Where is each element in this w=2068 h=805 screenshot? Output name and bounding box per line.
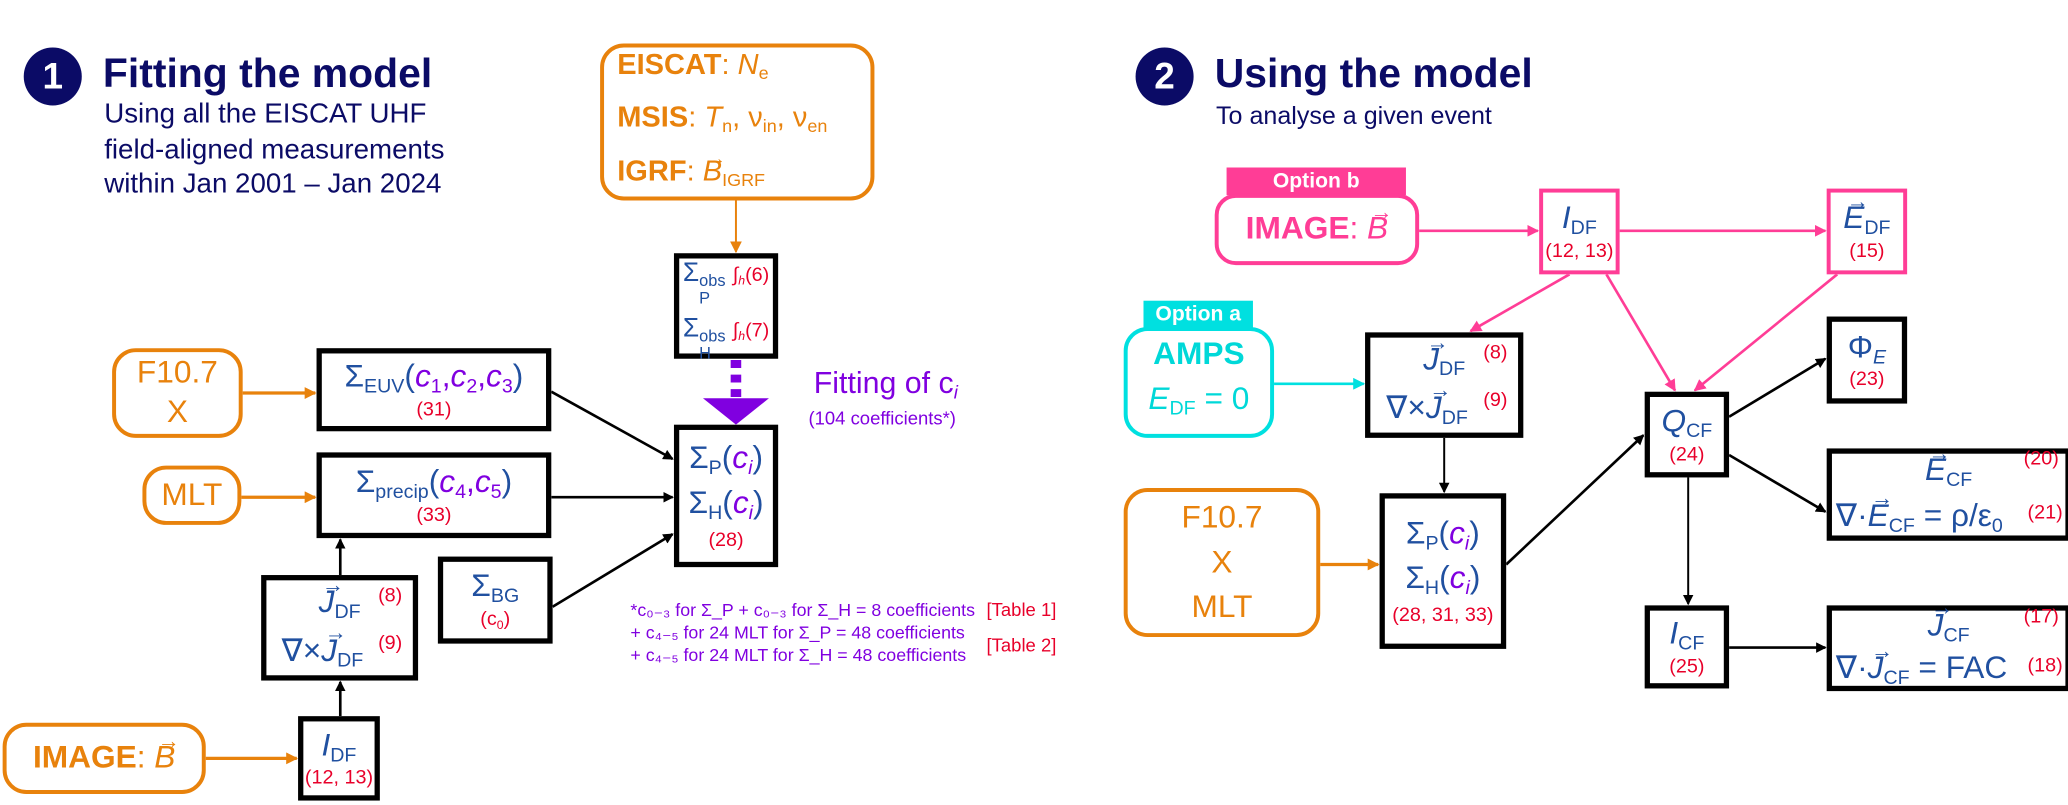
f107-label: F10.7 xyxy=(1181,499,1263,535)
equation-ref: (33) xyxy=(416,503,452,526)
sigma-bg: ΣBG xyxy=(471,568,520,608)
footnote: *c₀₋₃ for Σ_P + c₀₋₃ for Σ_H = 8 coeffic… xyxy=(630,599,975,666)
image-box: IMAGE: B xyxy=(2,722,206,794)
arrow-fitting-head xyxy=(702,398,769,425)
image-b-label: IMAGE: B xyxy=(33,728,180,777)
option-a-label: Option a xyxy=(1143,300,1253,329)
f107-box: F10.7 X xyxy=(112,348,243,438)
mlt-box: MLT xyxy=(142,465,242,525)
equation-ref: (23) xyxy=(1849,368,1885,391)
footnote-line: + c₄₋₅ for 24 MLT for Σ_P = 48 coefficie… xyxy=(630,622,965,643)
equation-ref: (31) xyxy=(416,397,452,421)
icf-box: ICF (25) xyxy=(1644,605,1730,689)
f107-label: F10.7 xyxy=(136,354,218,391)
idf: IDF xyxy=(1561,200,1597,240)
step-2-badge: 2 xyxy=(1135,47,1194,106)
f107-mlt-box: F10.7 X MLT xyxy=(1123,487,1321,638)
section1-subtitle: Using all the EISCAT UHF field-aligned m… xyxy=(104,98,444,203)
idf-box-2: IDF (12, 13) xyxy=(1539,188,1620,275)
jdf-line: JDF(8) xyxy=(266,572,412,623)
jdf-box-2: JDF(8) ∇×JDF(9) xyxy=(1365,329,1524,438)
times-label: X xyxy=(1211,544,1233,580)
fac-line: ∇·JCF = FAC(18) xyxy=(1828,638,2068,689)
footnote-line: *c₀₋₃ for Σ_P + c₀₋₃ for Σ_H = 8 coeffic… xyxy=(630,600,976,620)
qcf: QCF xyxy=(1661,403,1713,443)
edf-zero: EDF = 0 xyxy=(1148,381,1250,421)
sigma-euv: ΣEUV(c1,c2,c3) xyxy=(344,359,524,398)
equation-ref: (25) xyxy=(1669,655,1705,678)
coefficients-count: (104 coefficients*) xyxy=(808,407,956,429)
icf: ICF xyxy=(1669,616,1705,656)
sigma-h: ΣH(ci) xyxy=(1405,559,1481,599)
arrow-idf-to-jdf-2 xyxy=(1469,273,1571,333)
sigma-bg-box: ΣBG (c0) xyxy=(437,556,553,644)
mlt-label: MLT xyxy=(161,476,223,513)
arrow-bg-to-sigma xyxy=(551,533,674,608)
equation-ref: (24) xyxy=(1669,442,1705,466)
table-2-ref: [Table 2] xyxy=(986,634,1057,656)
option-b-label: Option b xyxy=(1226,167,1406,196)
equation-ref: (12, 13) xyxy=(304,766,374,789)
arrow-sigma-to-qcf xyxy=(1505,434,1645,566)
sigma-precip: Σprecip(c4,c5) xyxy=(355,464,513,504)
arrow-idf-to-qcf xyxy=(1605,273,1677,392)
jdf-box: JDF(8) ∇×JDF(9) xyxy=(261,572,419,681)
equation-ref: (28, 31, 33) xyxy=(1392,603,1494,627)
subtitle-line: within Jan 2001 – Jan 2024 xyxy=(104,168,442,200)
times-label: X xyxy=(166,394,188,430)
idf: IDF xyxy=(321,727,357,767)
sigma-h: ΣH(ci) xyxy=(688,484,764,524)
eiscat-line: EISCAT: Ne xyxy=(617,47,769,84)
sigma-precip-box: Σprecip(c4,c5) (33) xyxy=(316,452,552,539)
mlt-label: MLT xyxy=(1191,588,1253,625)
jcf-box: JCF(17) ∇·JCF = FAC(18) xyxy=(1826,595,2068,692)
phi-e: ΦE xyxy=(1847,329,1887,369)
gauss-law-line: ∇·ECF = ρ/ε0(21) xyxy=(1828,486,2068,537)
equation-ref: (28) xyxy=(708,528,744,552)
inputs-box-eiscat-msis-igrf: EISCAT: Ne MSIS: Tn, νin, νen IGRF: BIGR… xyxy=(600,43,875,201)
image-box-option-b: IMAGE: B xyxy=(1214,193,1420,266)
equation-ref: (15) xyxy=(1849,239,1885,263)
c0-ref: (c0) xyxy=(480,607,511,632)
edf: EDF xyxy=(1843,189,1890,240)
image-b-label: IMAGE: B xyxy=(1246,199,1393,248)
msis-line: MSIS: Tn, νin, νen xyxy=(617,100,828,137)
edf-box: EDF (15) xyxy=(1826,188,1908,275)
step-1-badge: 1 xyxy=(23,47,82,106)
ecf-box: ECF(20) ∇·ECF = ρ/ε0(21) xyxy=(1826,440,2068,541)
amps-label: AMPS xyxy=(1153,336,1245,373)
igrf-line: IGRF: BIGRF xyxy=(617,137,765,201)
qcf-box: QCF (24) xyxy=(1644,391,1730,478)
sigma-p: ΣP(ci) xyxy=(689,440,764,480)
idf-box: IDF (12, 13) xyxy=(298,716,380,801)
arrow-qcf-to-ecf xyxy=(1728,453,1827,513)
table-1-ref: [Table 1] xyxy=(986,598,1057,620)
subtitle-line: Using all the EISCAT UHF xyxy=(104,98,427,130)
section2-subtitle: To analyse a given event xyxy=(1216,102,1492,131)
curl-jdf-line: ∇×JDF(9) xyxy=(1370,378,1518,429)
footnote-line: + c₄₋₅ for 24 MLT for Σ_H = 48 coefficie… xyxy=(630,644,967,665)
arrow-euv-to-sigma xyxy=(550,390,674,461)
subtitle-line: field-aligned measurements xyxy=(104,133,445,165)
jcf-line: JCF(17) xyxy=(1832,595,2065,646)
fitting-label: Fitting of ci xyxy=(813,365,958,404)
arrow-edf-to-qcf xyxy=(1693,273,1839,392)
jdf-line: JDF(8) xyxy=(1370,329,1518,380)
ecf-line: ECF(20) xyxy=(1832,440,2065,491)
sigma-euv-box: ΣEUV(c1,c2,c3) (31) xyxy=(316,348,552,432)
sigma-pc-box: ΣP(ci) ΣH(ci) (28) xyxy=(673,424,779,568)
sigma-pc-box-2: ΣP(ci) ΣH(ci) (28, 31, 33) xyxy=(1379,493,1507,649)
sigma-p: ΣP(ci) xyxy=(1405,515,1480,555)
arrow-qcf-to-phi xyxy=(1728,357,1827,418)
equation-ref: (12, 13) xyxy=(1545,239,1614,263)
phi-e-box: ΦE (23) xyxy=(1826,316,1908,404)
section1-title: Fitting the model xyxy=(102,50,433,97)
amps-box: AMPS EDF = 0 xyxy=(1123,327,1275,438)
curl-jdf-line: ∇×JDF(9) xyxy=(266,620,412,671)
section2-title: Using the model xyxy=(1214,50,1533,97)
